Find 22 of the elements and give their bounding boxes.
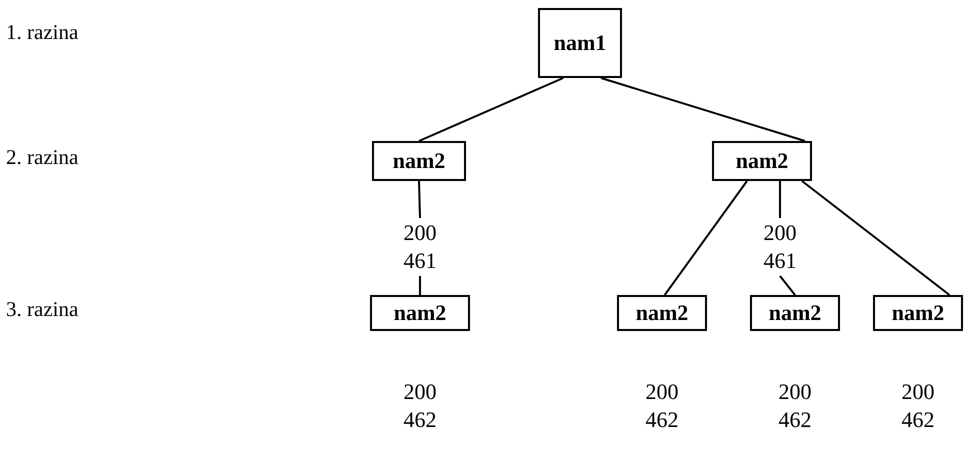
node-box [370,295,470,331]
level-label: 1. razina [6,20,78,45]
connector-line [664,180,748,296]
level-label: 2. razina [6,145,78,170]
node-box [712,141,812,181]
connector-line [600,77,806,142]
node-box [372,141,466,181]
node-box [617,295,707,331]
node-box [750,295,840,331]
connector-line [779,181,781,218]
node-box [873,295,963,331]
connector-line [418,77,564,142]
value-text: 200 462 [900,378,936,434]
value-text: 200 462 [778,378,812,434]
connector-line [418,180,421,218]
connector-line [419,276,421,295]
connector-line [779,275,796,296]
value-text: 200 462 [644,378,680,434]
node-box [538,8,622,78]
connector-line [801,180,950,296]
level-label: 3. razina [6,297,78,322]
value-text: 200 462 [402,378,438,434]
